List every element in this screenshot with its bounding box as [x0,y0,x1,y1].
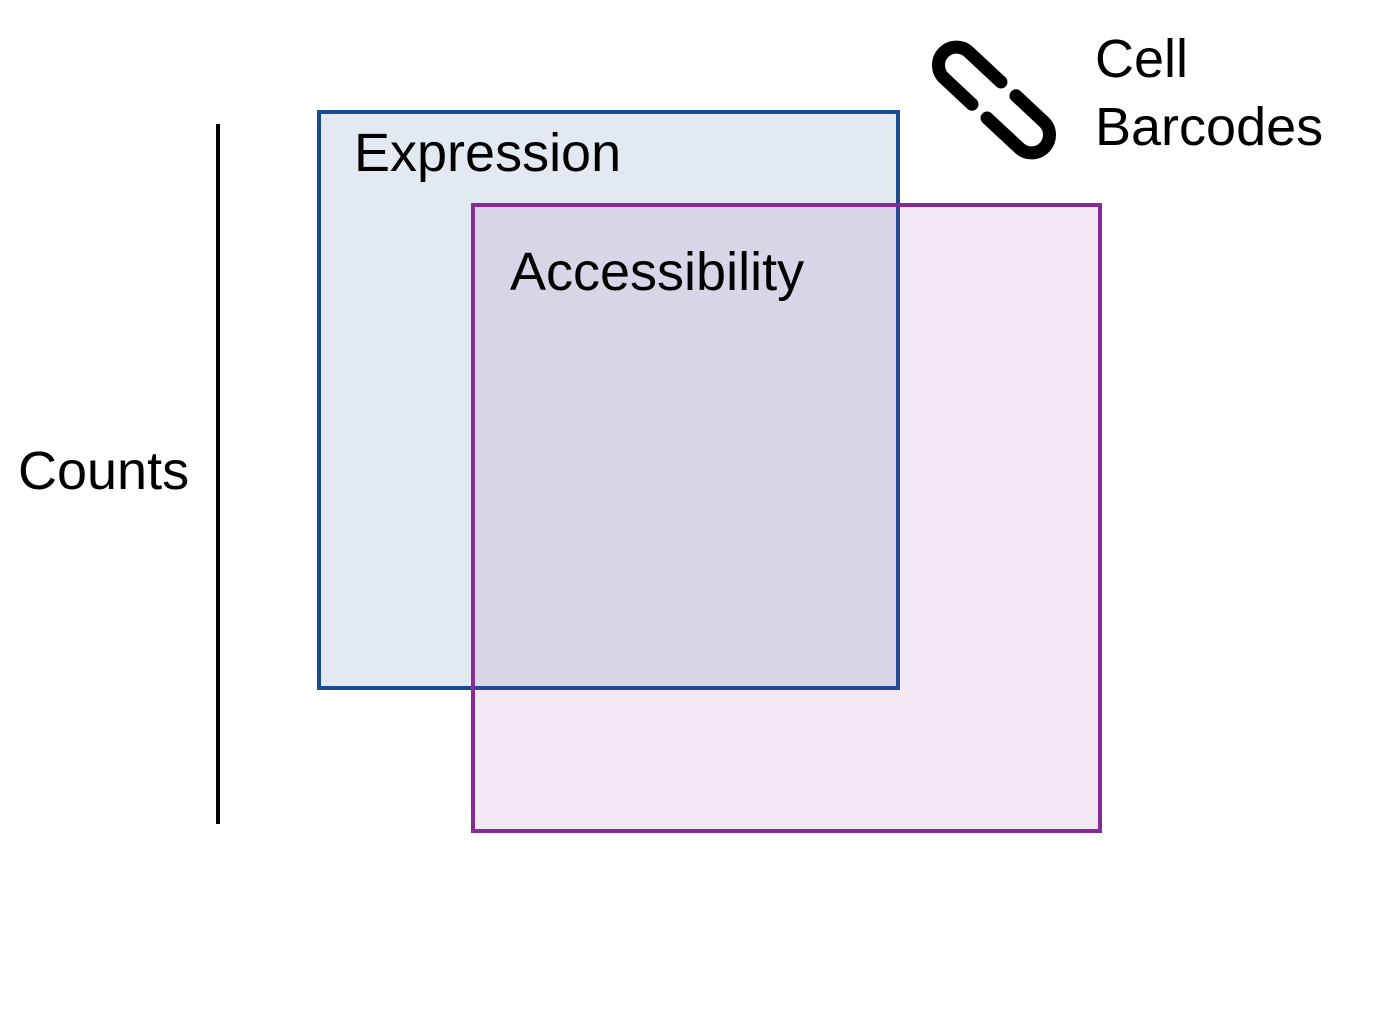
expression-label: Expression [354,123,622,183]
counts-label: Counts [18,441,190,501]
cell-barcodes-label: Cell Barcodes [1095,26,1323,161]
cell-barcodes-line1: Cell [1095,29,1189,89]
chain-link-icon [932,40,1056,160]
accessibility-label: Accessibility [510,242,805,302]
counts-axis-line [216,124,220,824]
cell-barcodes-line2: Barcodes [1095,96,1324,157]
accessibility-box: Accessibility [471,203,1102,833]
